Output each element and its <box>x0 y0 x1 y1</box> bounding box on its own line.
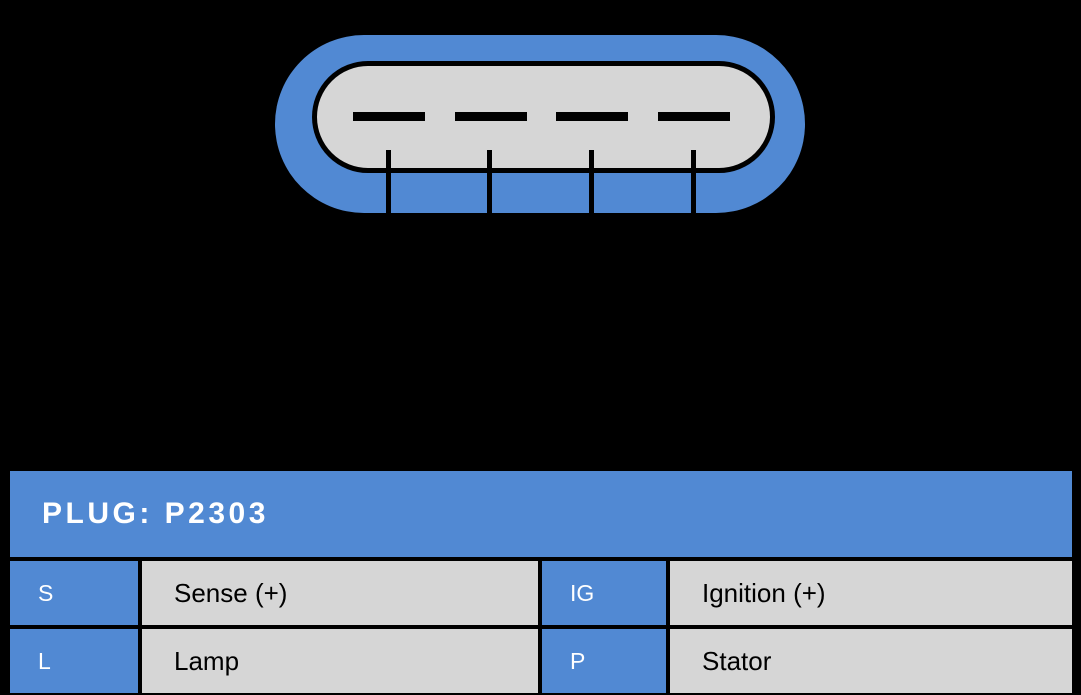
pinout-table: PLUG: P2303 S Sense (+) IG Ignition (+) … <box>7 468 1075 695</box>
contact-dash-3 <box>556 112 628 121</box>
pin-description-cell: Ignition (+) <box>666 561 1072 625</box>
pin-description-cell: Stator <box>666 629 1072 693</box>
pin-divider-4 <box>691 150 696 213</box>
table-row: S Sense (+) IG Ignition (+) <box>10 557 1072 625</box>
pinout-table-header: PLUG: P2303 <box>10 471 1072 557</box>
pin-code-cell: P <box>538 629 666 693</box>
pin-code-cell: IG <box>538 561 666 625</box>
contact-dash-4 <box>658 112 730 121</box>
connector-plug-diagram <box>275 35 805 213</box>
pin-divider-1 <box>386 150 391 213</box>
pin-description-cell: Lamp <box>138 629 538 693</box>
pin-code-cell: S <box>10 561 138 625</box>
connector-contact-row <box>353 112 739 121</box>
pin-divider-3 <box>589 150 594 213</box>
contact-dash-2 <box>455 112 527 121</box>
plug-title: PLUG: P2303 <box>42 497 269 530</box>
table-row: L Lamp P Stator <box>10 625 1072 693</box>
pin-code-cell: L <box>10 629 138 693</box>
pin-description-cell: Sense (+) <box>138 561 538 625</box>
pin-divider-2 <box>487 150 492 213</box>
contact-dash-1 <box>353 112 425 121</box>
